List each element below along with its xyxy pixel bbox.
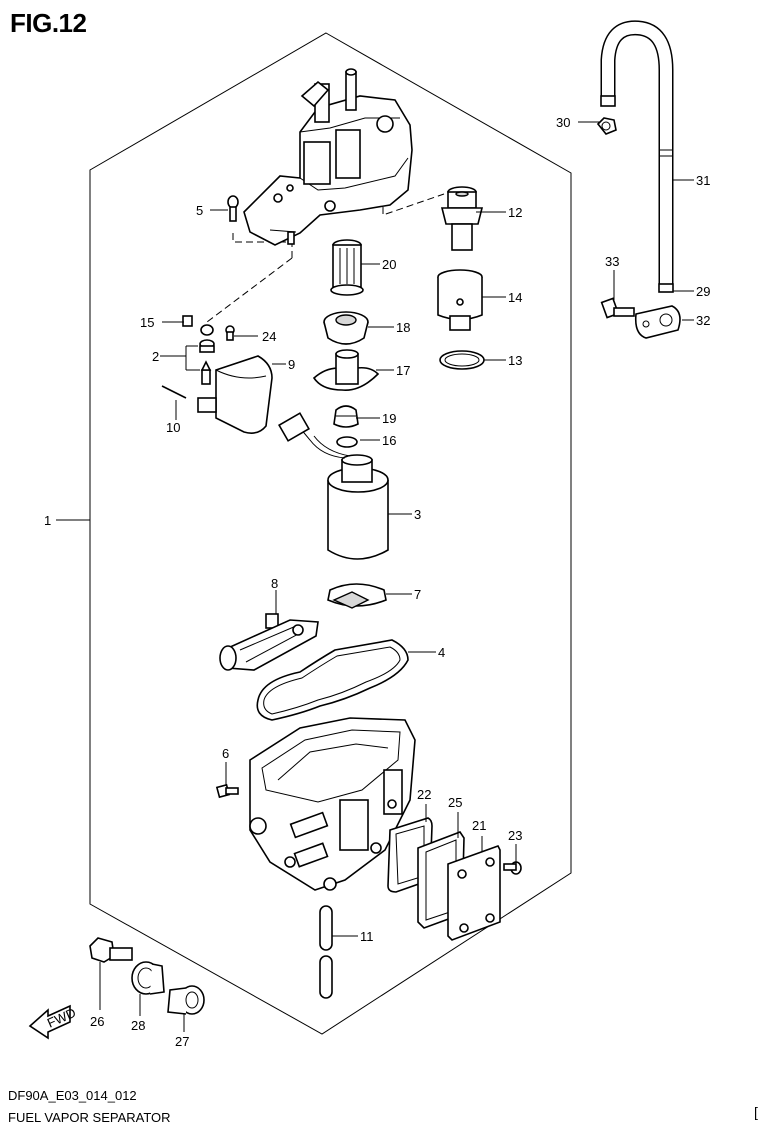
- callout-24: 24: [262, 329, 276, 344]
- callout-16: 16: [382, 433, 396, 448]
- callout-13: 13: [508, 353, 522, 368]
- callout-12: 12: [508, 205, 522, 220]
- callout-26: 26: [90, 1014, 104, 1029]
- guide-line: [206, 257, 293, 323]
- callout-21: 21: [472, 818, 486, 833]
- fuel-pump-3: [278, 412, 389, 560]
- bracket-17: [312, 349, 380, 391]
- callout-20: 20: [382, 257, 396, 272]
- diagram-name: FUEL VAPOR SEPARATOR: [8, 1110, 171, 1125]
- callout-29: 29: [696, 284, 710, 299]
- callout-5: 5: [196, 203, 203, 218]
- clamp-32: [634, 305, 681, 339]
- callout-18: 18: [396, 320, 410, 335]
- washer: [200, 324, 214, 336]
- bolt-33: [600, 297, 635, 319]
- guide-line: [382, 193, 445, 216]
- callout-27: 27: [175, 1034, 189, 1049]
- hose-31: [600, 20, 674, 293]
- gasket-4: [256, 639, 409, 721]
- callout-11: 11: [360, 929, 374, 944]
- valve-12: [440, 186, 484, 251]
- pin-11: [319, 905, 333, 999]
- callout-8: 8: [271, 576, 278, 591]
- filter-20: [330, 239, 364, 296]
- fwd-arrow-icon: FWD: [28, 1004, 78, 1040]
- callout-labels: 1 2 3 4 5 6 7 8 9 10 11 12 13 14 15 16 1…: [44, 115, 710, 1049]
- bolt-26: [89, 937, 133, 963]
- callout-30: 30: [556, 115, 570, 130]
- callout-28: 28: [131, 1018, 145, 1033]
- o-ring-16: [336, 436, 358, 448]
- diagram-code: DF90A_E03_014_012: [8, 1088, 137, 1103]
- callout-14: 14: [508, 290, 522, 305]
- part-2: [199, 339, 215, 385]
- callout-15: 15: [140, 315, 154, 330]
- strainer-8: [219, 613, 319, 671]
- gasket-4-inner: [263, 646, 401, 715]
- callout-10: 10: [166, 420, 180, 435]
- cap-9: [197, 355, 273, 434]
- clip-30: [596, 117, 617, 135]
- footer-bracket: [: [754, 1104, 758, 1120]
- callout-7: 7: [414, 587, 421, 602]
- grommet-19: [333, 405, 359, 428]
- screw-23: [503, 861, 522, 875]
- grommet-28: [131, 961, 165, 995]
- callout-1: 1: [44, 513, 51, 528]
- callout-25: 25: [448, 795, 462, 810]
- callout-3: 3: [414, 507, 421, 522]
- callout-22: 22: [417, 787, 431, 802]
- screw-5: [227, 195, 239, 222]
- screw-15: [182, 315, 193, 327]
- assembly-boundary: [89, 32, 572, 1035]
- pin-10: [161, 385, 187, 399]
- bolt-6: [215, 783, 239, 799]
- callout-6: 6: [222, 746, 229, 761]
- callout-23: 23: [508, 828, 522, 843]
- float-14: [437, 269, 483, 331]
- guide-line: [232, 233, 293, 258]
- callout-9: 9: [288, 357, 295, 372]
- callout-17: 17: [396, 363, 410, 378]
- bushing-18: [323, 311, 369, 345]
- cover-plate-21: [447, 845, 501, 941]
- callout-32: 32: [696, 313, 710, 328]
- fuel-separator-cover: [243, 68, 413, 246]
- collar-27: [167, 985, 205, 1015]
- callout-2: 2: [152, 349, 159, 364]
- screw-24: [225, 325, 235, 341]
- callout-31: 31: [696, 173, 710, 188]
- separator-body: [249, 717, 416, 891]
- figure-title: FIG.12: [10, 8, 87, 38]
- callout-19: 19: [382, 411, 396, 426]
- leader-lines: [56, 121, 694, 1032]
- cushion-7: [327, 583, 387, 609]
- callout-33: 33: [605, 254, 619, 269]
- callout-4: 4: [438, 645, 445, 660]
